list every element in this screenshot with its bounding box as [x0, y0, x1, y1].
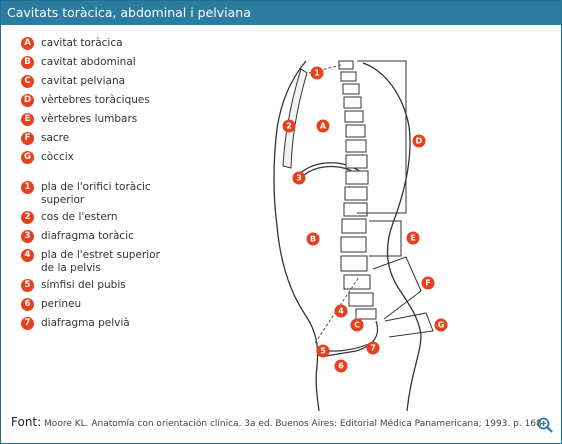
legend-item-g: G còccix	[21, 151, 171, 164]
legend-badge: C	[21, 75, 34, 88]
region-brackets	[357, 60, 434, 338]
legend-item-3: 3 diafragma toràcic	[21, 230, 171, 243]
sternum	[282, 68, 308, 169]
legend-item-f: F sacre	[21, 132, 171, 145]
legend-label: pla de l'orifici toràcic superior	[41, 181, 151, 206]
badge-a: A	[316, 119, 330, 133]
figure-title: Cavitats toràcica, abdominal i pelviana	[1, 1, 561, 25]
badge-d: D	[412, 134, 426, 148]
svg-text:6: 6	[338, 362, 344, 371]
legend-label: diafragma toràcic	[41, 230, 134, 242]
svg-text:A: A	[320, 122, 327, 131]
legend-badge: D	[21, 94, 34, 107]
vertebral-column	[338, 60, 377, 320]
legend-badge: 7	[21, 317, 34, 330]
legend-label: vèrtebres lumbars	[41, 113, 138, 125]
legend-label: vèrtebres toràciques	[41, 94, 150, 106]
svg-text:C: C	[354, 321, 360, 330]
svg-text:7: 7	[370, 344, 376, 353]
legend-badge: 5	[21, 279, 34, 292]
legend-item-1: 1 pla de l'orifici toràcic superior	[21, 181, 171, 207]
legend-badge: 4	[21, 249, 34, 262]
legend-badge: 3	[21, 230, 34, 243]
legend-item-b: B cavitat abdominal	[21, 56, 171, 69]
svg-text:1: 1	[314, 69, 320, 78]
legend-label: còccix	[41, 151, 74, 163]
source-citation: Font: Moore KL. Anatomía con orientación…	[11, 415, 545, 429]
diagram-badges: 1 2 3 4 5 6 7 A B C D E F G	[282, 66, 448, 373]
badge-b: B	[306, 232, 320, 246]
legend-label: cavitat pelviana	[41, 75, 126, 87]
svg-text:2: 2	[286, 122, 292, 131]
legend-badge: G	[21, 151, 34, 164]
legend-badge: F	[21, 132, 34, 145]
source-label: Font:	[11, 415, 42, 429]
badge-e: E	[406, 231, 420, 245]
svg-text:F: F	[425, 279, 430, 288]
legend-label: cavitat toràcica	[41, 37, 123, 49]
badge-4: 4	[334, 304, 348, 318]
badge-2: 2	[282, 119, 296, 133]
svg-text:3: 3	[296, 174, 302, 183]
body-outline	[273, 60, 422, 411]
magnifier-plus-icon[interactable]	[537, 417, 553, 433]
legend-badge: A	[21, 37, 34, 50]
legend-item-a: A cavitat toràcica	[21, 37, 171, 50]
legend-item-c: C cavitat pelviana	[21, 75, 171, 88]
svg-text:E: E	[410, 234, 415, 243]
legend-badge: E	[21, 113, 34, 126]
legend-item-4: 4 pla de l'estret superior de la pelvis	[21, 249, 171, 275]
legend-badge: 1	[21, 181, 34, 194]
badge-f: F	[421, 276, 435, 290]
legend-item-5: 5 símfisi del pubis	[21, 279, 171, 292]
legend-item-e: E vèrtebres lumbars	[21, 113, 171, 126]
legend-item-2: 2 cos de l'estern	[21, 211, 171, 224]
legend-label: sacre	[41, 132, 70, 144]
svg-text:4: 4	[338, 307, 344, 316]
badge-3: 3	[292, 171, 306, 185]
badge-5: 5	[316, 344, 330, 358]
badge-7: 7	[366, 341, 380, 355]
legend-badge: 2	[21, 211, 34, 224]
legend-label: perineu	[41, 298, 82, 310]
badge-g: G	[434, 318, 448, 332]
legend-label: símfisi del pubis	[41, 279, 126, 291]
badge-1: 1	[310, 66, 324, 80]
source-text: Moore KL. Anatomía con orientación clíni…	[44, 419, 545, 429]
svg-text:D: D	[416, 137, 423, 146]
legend-label: diafragma pelvià	[41, 317, 130, 329]
legend-item-6: 6 perineu	[21, 298, 171, 311]
legend-label: cavitat abdominal	[41, 56, 136, 68]
legend-badge: 6	[21, 298, 34, 311]
badge-6: 6	[334, 359, 348, 373]
svg-text:G: G	[438, 321, 445, 330]
badge-c: C	[350, 318, 364, 332]
svg-text:5: 5	[320, 347, 326, 356]
legend-item-7: 7 diafragma pelvià	[21, 317, 171, 330]
legend: A cavitat toràcica B cavitat abdominal C…	[21, 37, 171, 330]
svg-text:B: B	[310, 235, 316, 244]
legend-label: cos de l'estern	[41, 211, 118, 223]
legend-label: pla de l'estret superior de la pelvis	[41, 249, 160, 274]
legend-badge: B	[21, 56, 34, 69]
legend-item-d: D vèrtebres toràciques	[21, 94, 171, 107]
anatomy-diagram: 1 2 3 4 5 6 7 A B C D E F G	[273, 60, 448, 411]
